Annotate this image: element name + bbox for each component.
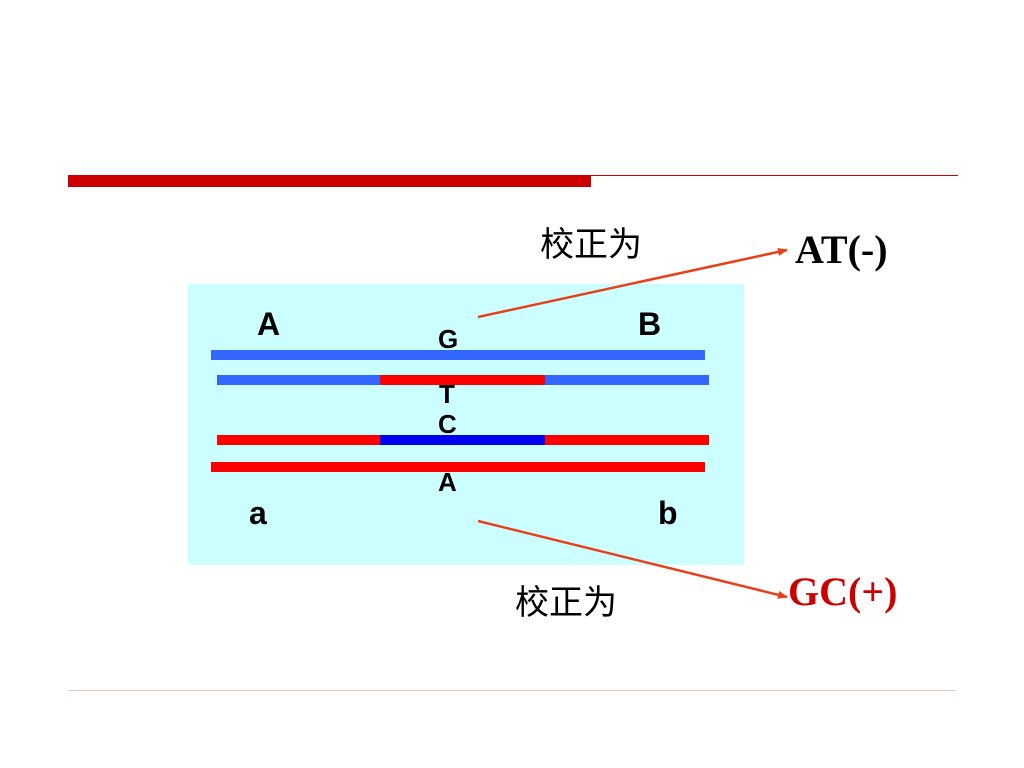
segment-label-B: B — [638, 306, 662, 342]
strand-2-red-middle — [380, 375, 545, 385]
title-rule-thin — [591, 175, 958, 176]
segment-label-b: b — [658, 495, 678, 531]
dna-panel — [188, 284, 744, 565]
strand-3-red-left — [217, 435, 380, 445]
strand-3-red-right — [545, 435, 709, 445]
strand-2-blue-right — [545, 375, 709, 385]
base-label-C: C — [438, 409, 457, 439]
strand-3-blue-middle — [380, 435, 545, 445]
result-top: AT(-) — [795, 227, 888, 272]
correction-label-bottom: 校正为 — [515, 583, 617, 623]
base-label-A: A — [438, 467, 457, 497]
footer-rule — [68, 690, 956, 691]
strand-4-red — [211, 462, 705, 472]
segment-label-A: A — [257, 306, 281, 342]
segment-label-a: a — [249, 495, 267, 531]
strand-2-blue-left — [217, 375, 380, 385]
base-label-T: T — [439, 379, 455, 409]
arrow-to-at — [477, 247, 788, 319]
base-label-G: G — [438, 324, 459, 354]
correction-label-top: 校正为 — [540, 225, 642, 265]
arrow-to-gc — [477, 519, 788, 599]
strand-1-blue — [211, 350, 705, 360]
result-bottom: GC(+) — [788, 569, 898, 614]
title-rule-thick — [68, 175, 591, 187]
